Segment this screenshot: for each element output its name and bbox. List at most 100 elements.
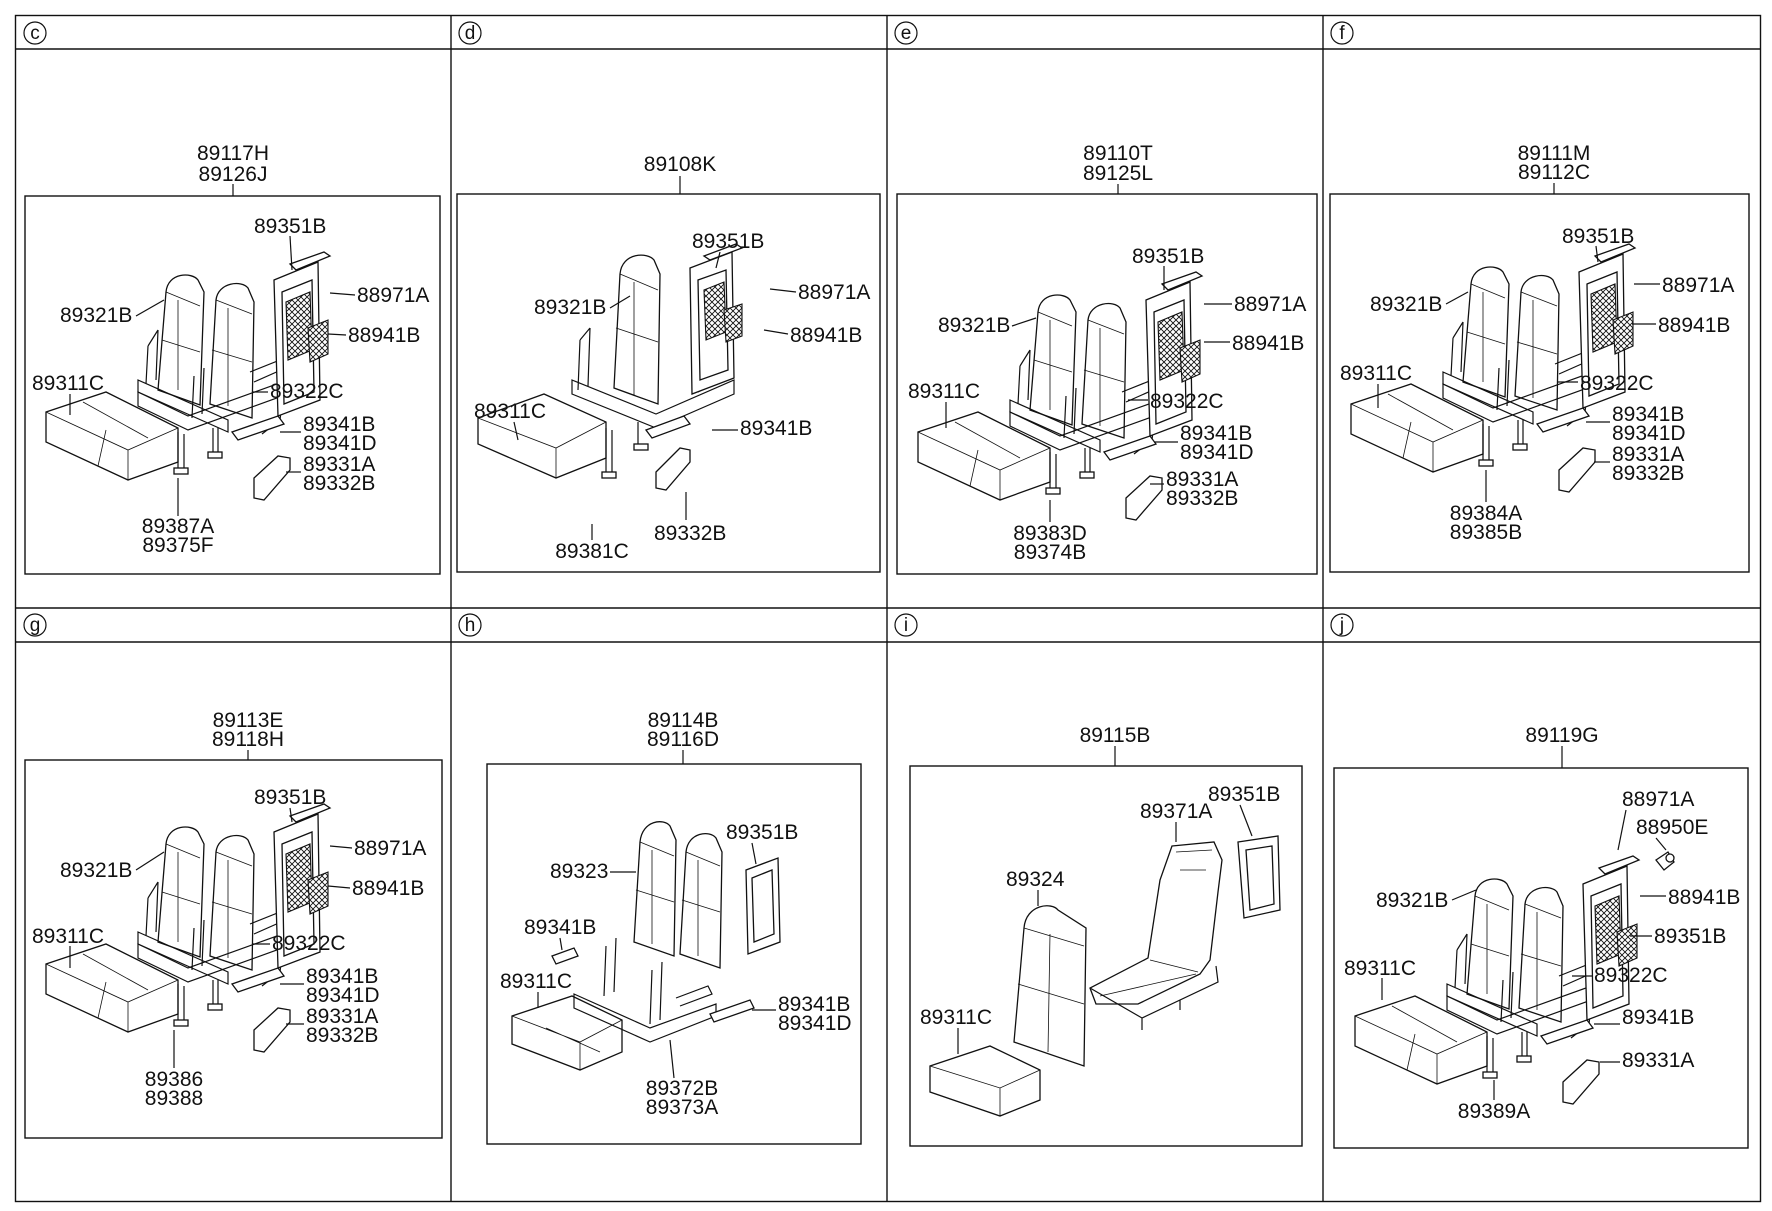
part-label: 89331A [303,453,375,476]
part-label: 89387A [142,515,214,538]
part-label: 89321B [60,304,132,327]
part-label: 89331A [306,1005,378,1028]
part-label: 89321B [938,314,1010,337]
part-label: 89331A [1166,468,1238,491]
part-label: 89332B [654,522,726,545]
part-label: 89341B [1180,422,1252,445]
part-label: 89311C [908,380,980,403]
part-label: 89322C [270,380,344,403]
panel-letters: c d e f g h i j [23,21,1354,637]
assembly-box [896,193,1318,575]
svg-text:g: g [30,615,41,636]
svg-text:j: j [1339,615,1344,636]
part-label: 89388 [145,1087,203,1110]
assembly-number: 89108K [644,153,716,176]
part-label: 88941B [348,324,420,347]
part-label: 89351B [1562,225,1634,248]
part-label: 89311C [474,400,546,423]
part-label: 89341B [1622,1006,1694,1029]
svg-text:i: i [904,615,908,636]
part-label: 89311C [500,970,572,993]
svg-text:d: d [465,23,476,44]
part-label: 89351B [726,821,798,844]
svg-text:e: e [901,23,912,44]
part-label: 89311C [1344,957,1416,980]
part-label: 89321B [1376,889,1448,912]
part-label: 89311C [920,1006,992,1029]
part-label: 89351B [254,786,326,809]
part-label: 88971A [1662,274,1734,297]
part-label: 89324 [1006,868,1065,891]
assembly-number: 89111M [1518,142,1591,165]
part-label: 89351B [692,230,764,253]
part-label: 89311C [32,925,104,948]
part-label: 88971A [1234,293,1306,316]
part-label: 89351B [1132,245,1204,268]
panel-letter-d: d [458,21,482,45]
part-label: 89386 [145,1068,203,1091]
part-label: 88941B [1232,332,1304,355]
part-label: 89332B [1612,462,1684,485]
panel-letter-j: j [1330,613,1354,637]
panel-d: 89108K 89351B 88971A 88941B 89321B 89311… [456,153,881,573]
part-label: 89351B [1654,925,1726,948]
part-label: 89331A [1612,443,1684,466]
part-label: 89332B [303,472,375,495]
assembly-box [1333,767,1749,1149]
panel-letter-f: f [1330,21,1354,45]
part-label: 89311C [1340,362,1412,385]
assembly-box [456,193,881,573]
assembly-number: 89116D [647,728,719,751]
panel-letter-h: h [458,613,482,637]
part-label: 89332B [1166,487,1238,510]
seat-assembly-drawing [511,821,781,1071]
assembly-number: 89117H [197,142,269,165]
part-label: 89375F [142,534,213,557]
part-label: 89374B [1014,541,1086,564]
part-label: 89341B [306,965,378,988]
part-label: 89341B [1612,403,1684,426]
assembly-number: 89125L [1083,162,1153,185]
assembly-number: 89126J [199,163,268,186]
panel-f: 89111M 89112C 89351B 88971A 88941B 89321… [1329,142,1750,573]
part-label: 88971A [1622,788,1694,811]
part-label: 88971A [357,284,429,307]
part-label: 89341B [740,417,812,440]
part-label: 89321B [1370,293,1442,316]
svg-text:h: h [465,615,476,636]
part-label: 89383D [1013,522,1087,545]
assembly-box [486,763,862,1145]
seat-assembly-drawing [477,243,743,491]
panel-g: 89113E 89118H 89351B 88971A 88941B 89321… [24,709,443,1139]
part-label: 89351B [1208,783,1280,806]
part-label: 89322C [1580,372,1654,395]
panel-e: 89110T 89125L 89351B 88971A 88941B 89321… [896,142,1318,575]
panel-c: 89117H 89126J 89351B 88971A 88941B 89321… [24,142,441,575]
part-label: 89351B [254,215,326,238]
panel-letter-c: c [23,21,47,45]
svg-text:c: c [30,23,40,44]
assembly-box [24,195,441,575]
part-label: 88971A [354,837,426,860]
clip-drawing [1655,851,1675,871]
part-label: 88941B [790,324,862,347]
part-label: 89373A [646,1096,718,1119]
part-label: 89321B [534,296,606,319]
part-label: 89372B [646,1077,718,1100]
assembly-number: 89112C [1518,161,1590,184]
part-label: 89341B [524,916,596,939]
part-label: 88941B [1668,886,1740,909]
panel-h: 89114B 89116D 89351B 89323 89341B 89311C [486,709,862,1145]
seat-assembly-drawing [929,835,1281,1117]
assembly-number: 89113E [213,709,284,732]
assembly-number: 89110T [1083,142,1153,165]
part-label: 89341D [303,432,377,455]
part-label: 89341D [778,1012,852,1035]
assembly-number: 89115B [1080,724,1151,747]
panel-i: 89115B 89371A 89351B 89324 89311C [909,724,1303,1147]
assembly-number: 89118H [212,728,284,751]
part-label: 89384A [1450,502,1522,525]
part-label: 88941B [352,877,424,900]
assembly-box [1329,193,1750,573]
